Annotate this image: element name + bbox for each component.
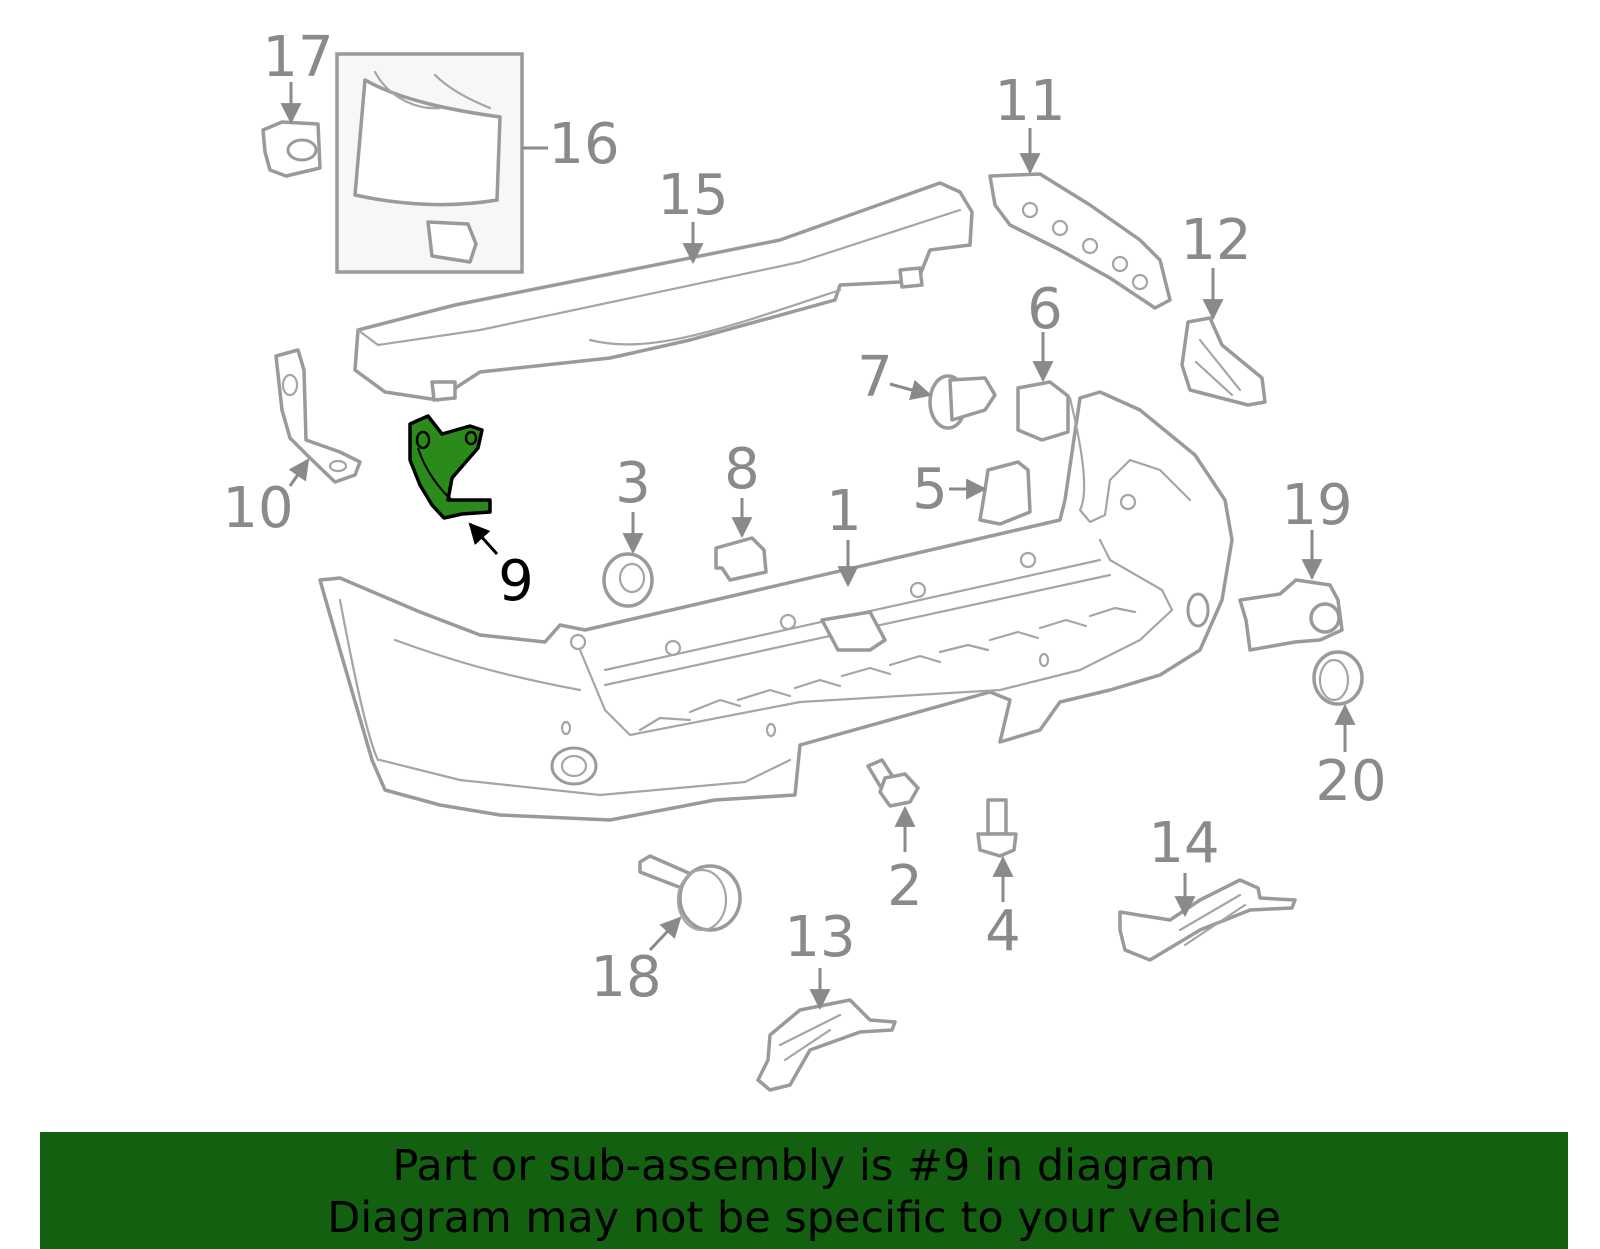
part-2-bolt [866, 758, 920, 808]
callout-20: 20 [1315, 749, 1386, 814]
callout-9: 9 [498, 549, 534, 614]
callout-17: 17 [262, 25, 333, 90]
part-11-retainer [988, 172, 1172, 310]
callout-1: 1 [826, 479, 862, 544]
part-13-bracket [756, 998, 897, 1092]
part-20-inner [1318, 658, 1350, 702]
part-4-screw [976, 798, 1018, 858]
part-5-retainer [978, 460, 1032, 526]
info-banner: Part or sub-assembly is #9 in diagram Di… [40, 1132, 1568, 1249]
part-14-bracket [1118, 878, 1297, 962]
callout-6: 6 [1027, 277, 1063, 342]
part-17-hole [286, 138, 318, 162]
callout-8: 8 [724, 437, 760, 502]
part-18-pin [638, 854, 742, 932]
part-9-bracket-highlighted [408, 414, 492, 520]
callout-4: 4 [985, 899, 1021, 964]
callout-3: 3 [615, 451, 651, 516]
callout-11: 11 [994, 69, 1065, 134]
part-12-ribs [1194, 338, 1242, 397]
part-8-clip [714, 536, 768, 582]
part-14-ribs [1178, 893, 1247, 947]
part-10-bracket [274, 348, 362, 484]
callout-7: 7 [857, 345, 893, 410]
part-15-reinforcement [353, 181, 974, 402]
part-1-bumper-cover [318, 390, 1234, 822]
part-17-clip [261, 120, 322, 178]
part-19-sensor [1238, 578, 1344, 652]
callout-13: 13 [784, 905, 855, 970]
callout-19: 19 [1281, 473, 1352, 538]
part-12-bracket [1180, 316, 1267, 407]
part-13-ribs [778, 1013, 842, 1062]
callout-14: 14 [1148, 811, 1219, 876]
callout-15: 15 [657, 163, 728, 228]
banner-line-part: Part or sub-assembly is #9 in diagram [392, 1141, 1216, 1191]
callout-10: 10 [222, 476, 293, 541]
part-3-grommet [602, 552, 654, 608]
callout-2: 2 [887, 854, 923, 919]
parts-diagram: 1 2 3 4 5 6 7 8 9 10 11 12 13 14 15 16 1… [222, 25, 1387, 1092]
callout-16: 16 [548, 112, 619, 177]
callout-18: 18 [590, 945, 661, 1010]
part-6-pad [1016, 380, 1070, 442]
callout-12: 12 [1180, 208, 1251, 273]
callout-5: 5 [912, 457, 948, 522]
banner-line-disclaimer: Diagram may not be specific to your vehi… [327, 1193, 1281, 1243]
part-7-clip [928, 374, 997, 430]
part-16-kit [335, 52, 548, 274]
leader-lines [280, 82, 1356, 1011]
